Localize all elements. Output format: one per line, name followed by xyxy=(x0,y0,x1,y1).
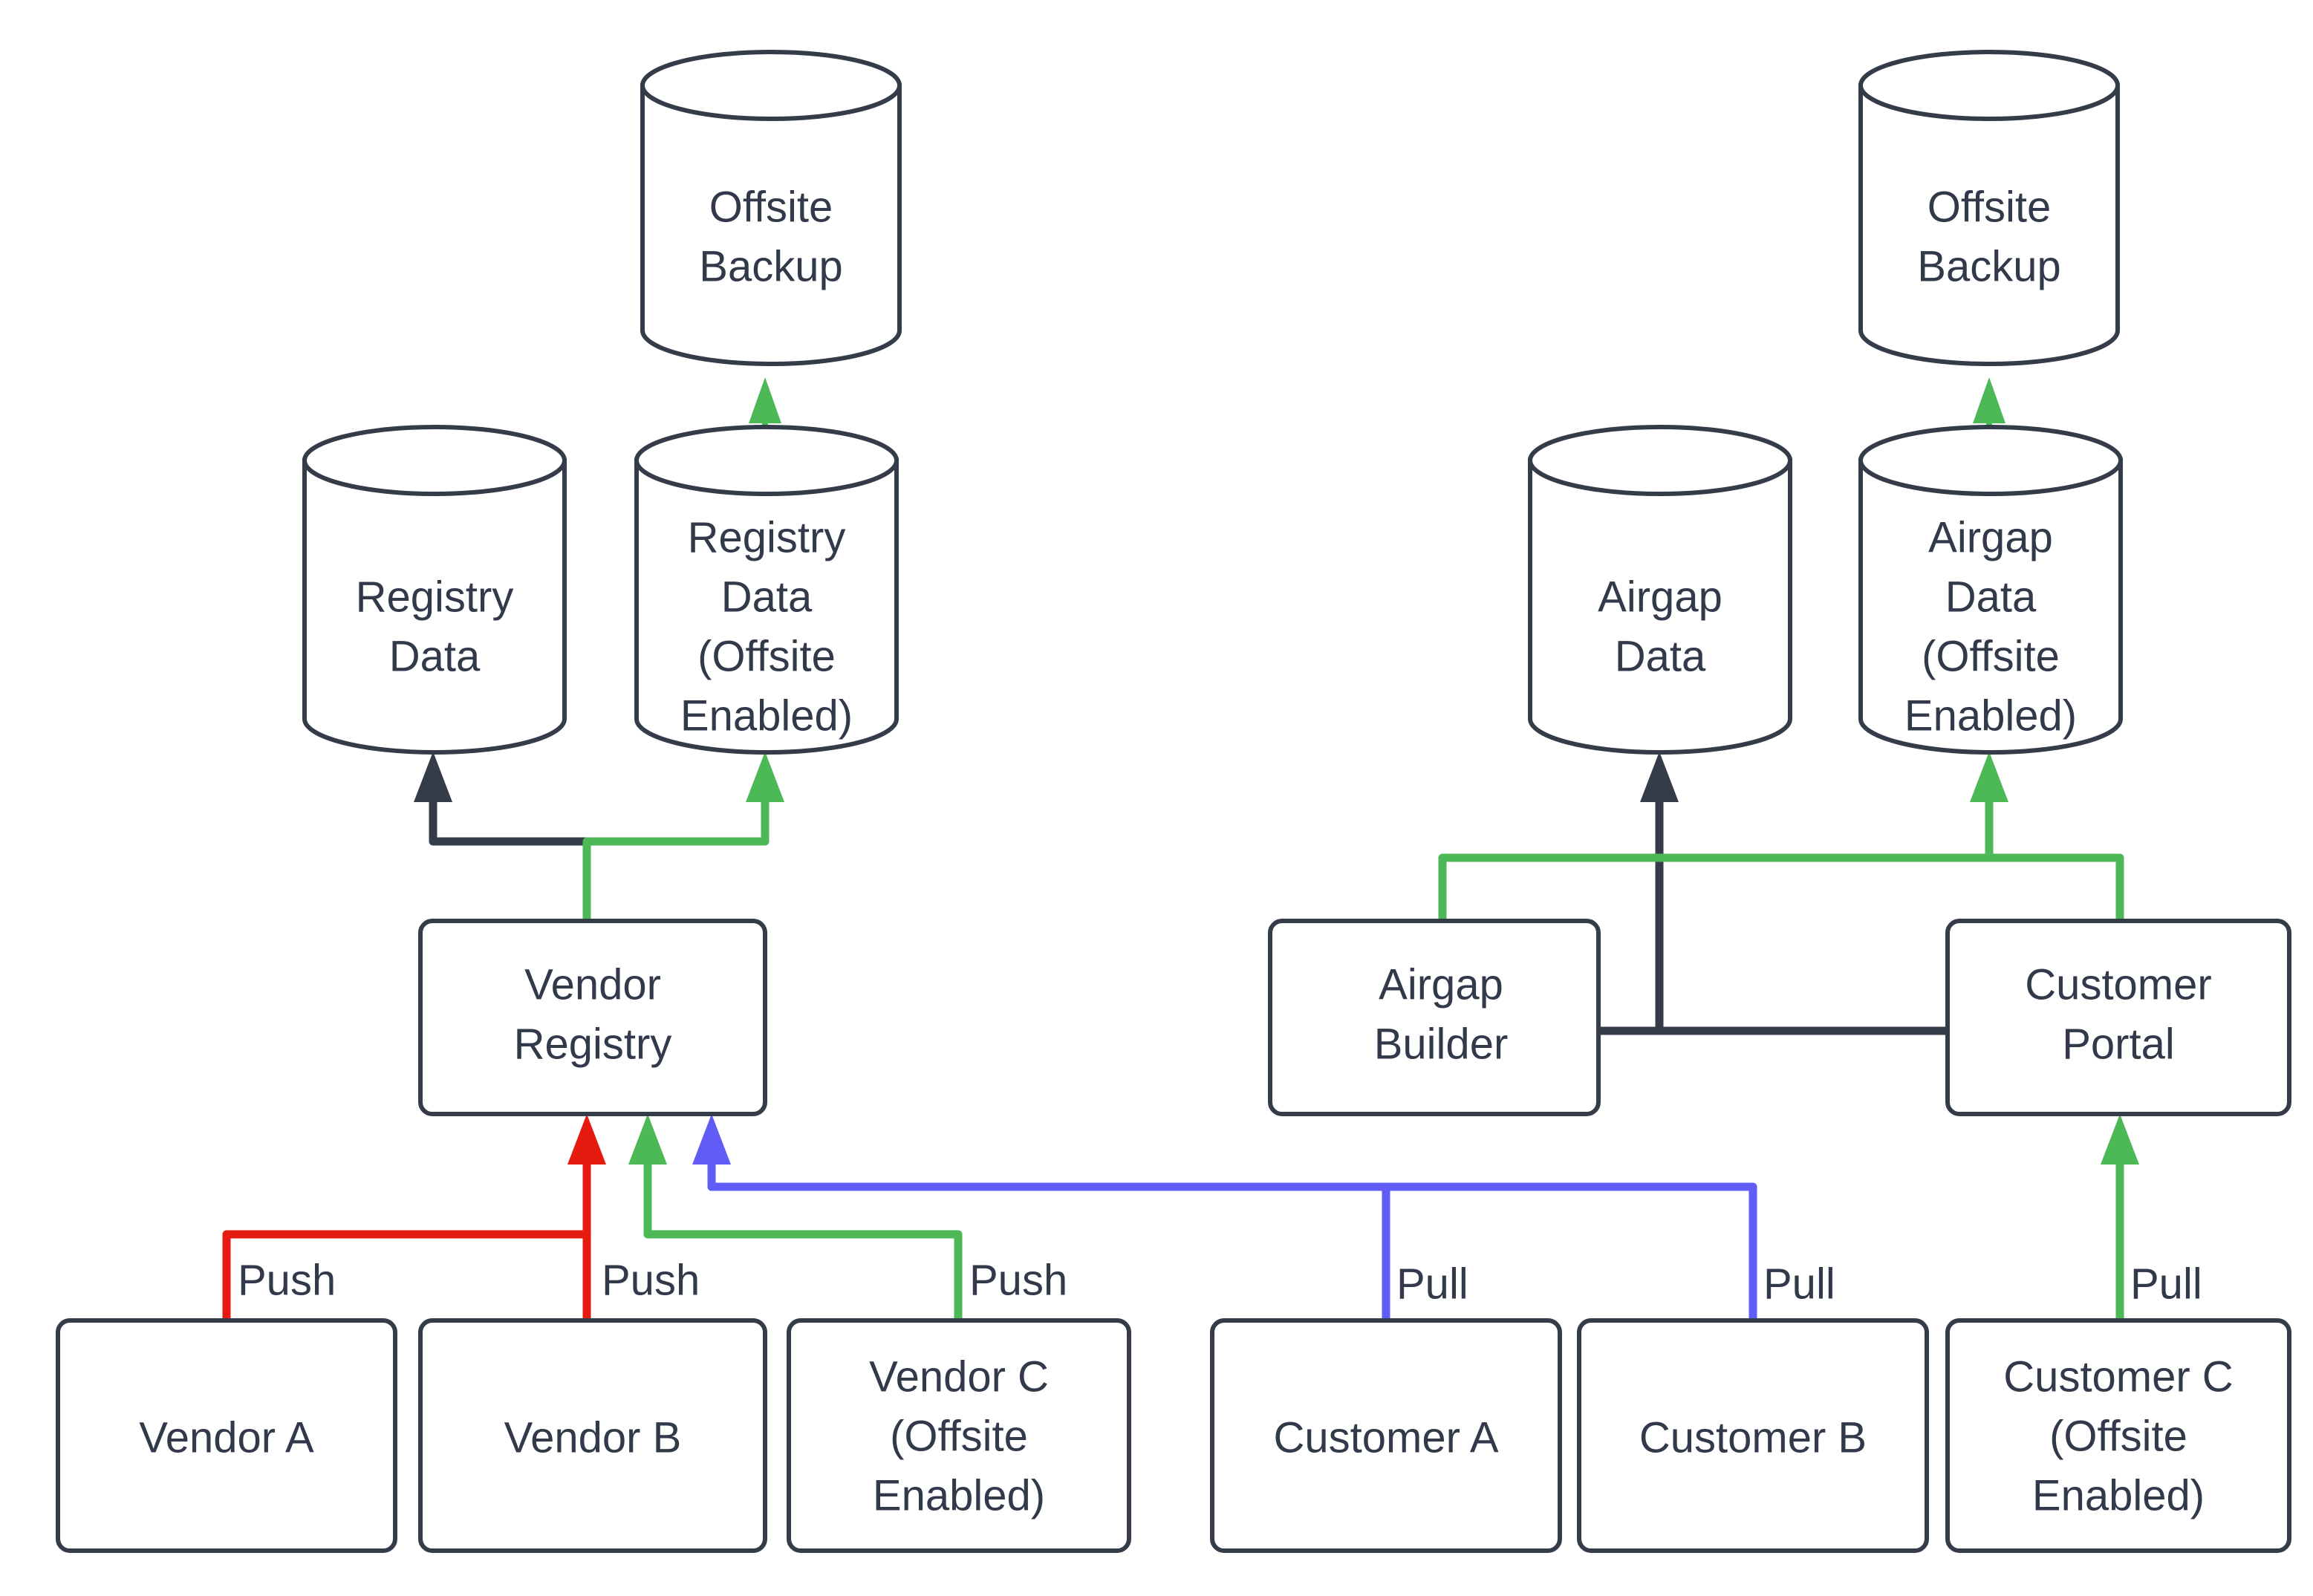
node-label-customer-portal-line-0: Customer xyxy=(2025,960,2211,1009)
node-vendor-registry[interactable]: Vendor Registry xyxy=(418,919,767,1116)
node-label-registry-data-offsite-line-0: Registry xyxy=(688,513,846,561)
node-label-offsite-backup-right-line-0: Offsite xyxy=(1928,183,2052,231)
node-label-customer-c-line-2: Enabled) xyxy=(2032,1471,2205,1520)
edge-label-customer-b-pull: Pull xyxy=(1763,1260,1835,1308)
node-label-registry-data-offsite-line-2: (Offsite xyxy=(697,632,836,680)
node-label-offsite-backup-left-line-1: Backup xyxy=(699,242,842,290)
node-customer-portal[interactable]: Customer Portal xyxy=(1945,919,2291,1116)
node-offsite-backup-right[interactable]: Offsite Backup xyxy=(1858,50,2120,366)
edge-vendor-registry-to-registry-data-offsite xyxy=(582,752,784,921)
node-customer-b[interactable]: Customer B xyxy=(1577,1318,1929,1553)
node-label-customer-a-line-0: Customer A xyxy=(1274,1413,1499,1462)
node-vendor-c[interactable]: Vendor C (Offsite Enabled) xyxy=(787,1318,1131,1553)
node-label-airgap-data-offsite-line-2: (Offsite xyxy=(1922,632,2060,680)
node-label-vendor-c-line-2: Enabled) xyxy=(873,1471,1045,1520)
node-label-offsite-backup-left-line-0: Offsite xyxy=(709,183,833,231)
node-label-vendor-registry-line-0: Vendor xyxy=(524,960,661,1009)
node-label-customer-c-line-1: (Offsite xyxy=(2049,1412,2187,1460)
edge-customer-b-pull xyxy=(707,1147,1757,1320)
node-registry-data-offsite[interactable]: Registry Data (Offsite Enabled) xyxy=(634,425,899,755)
node-label-offsite-backup-right-line-1: Backup xyxy=(1917,242,2060,290)
node-label-airgap-data-offsite-line-3: Enabled) xyxy=(1904,691,2077,740)
node-label-airgap-data-offsite-line-1: Data xyxy=(1945,573,2037,621)
node-airgap-data[interactable]: Airgap Data xyxy=(1528,425,1792,755)
edge-customer-c-pull xyxy=(2101,1114,2139,1320)
node-customer-a[interactable]: Customer A xyxy=(1210,1318,1562,1553)
node-label-vendor-a-line-0: Vendor A xyxy=(139,1413,314,1462)
edge-label-vendor-c-push: Push xyxy=(969,1256,1067,1304)
node-label-vendor-c-line-0: Vendor C xyxy=(869,1352,1049,1401)
node-label-airgap-data-line-0: Airgap xyxy=(1598,573,1722,621)
node-label-airgap-data-line-1: Data xyxy=(1615,632,1706,680)
edge-customer-portal-to-airgap-data-offsite xyxy=(1989,853,2124,921)
node-vendor-b[interactable]: Vendor B xyxy=(418,1318,767,1553)
node-label-airgap-data-offsite-line-0: Airgap xyxy=(1928,513,2053,561)
edge-customer-portal-to-airgap-data xyxy=(1640,752,1948,1035)
node-label-customer-portal-line-1: Portal xyxy=(2062,1020,2175,1068)
node-label-registry-data-offsite-line-1: Data xyxy=(721,573,813,621)
edge-airgap-builder-to-airgap-data-offsite xyxy=(1438,752,2008,921)
node-label-customer-b-line-0: Customer B xyxy=(1639,1413,1867,1462)
node-vendor-a[interactable]: Vendor A xyxy=(56,1318,397,1553)
node-label-airgap-builder-line-0: Airgap xyxy=(1379,960,1503,1009)
node-label-registry-data-line-0: Registry xyxy=(356,573,514,621)
node-airgap-data-offsite[interactable]: Airgap Data (Offsite Enabled) xyxy=(1858,425,2123,755)
node-label-registry-data-line-1: Data xyxy=(389,632,481,680)
node-label-vendor-b-line-0: Vendor B xyxy=(504,1413,682,1462)
node-customer-c[interactable]: Customer C (Offsite Enabled) xyxy=(1945,1318,2291,1553)
node-label-vendor-registry-line-1: Registry xyxy=(514,1020,672,1068)
node-label-registry-data-offsite-line-3: Enabled) xyxy=(680,691,853,740)
node-label-vendor-c-line-1: (Offsite xyxy=(890,1412,1028,1460)
node-registry-data[interactable]: Registry Data xyxy=(302,425,567,755)
node-airgap-builder[interactable]: Airgap Builder xyxy=(1268,919,1601,1116)
edge-label-customer-a-pull: Pull xyxy=(1396,1260,1468,1308)
edge-label-vendor-b-push: Push xyxy=(602,1256,700,1304)
node-label-customer-c-line-0: Customer C xyxy=(2003,1352,2233,1401)
node-offsite-backup-left[interactable]: Offsite Backup xyxy=(640,50,902,366)
edge-vendor-c-push xyxy=(628,1114,963,1320)
edge-label-customer-c-pull: Pull xyxy=(2130,1260,2202,1308)
node-label-airgap-builder-line-1: Builder xyxy=(1374,1020,1509,1068)
edge-label-vendor-a-push: Push xyxy=(238,1256,336,1304)
